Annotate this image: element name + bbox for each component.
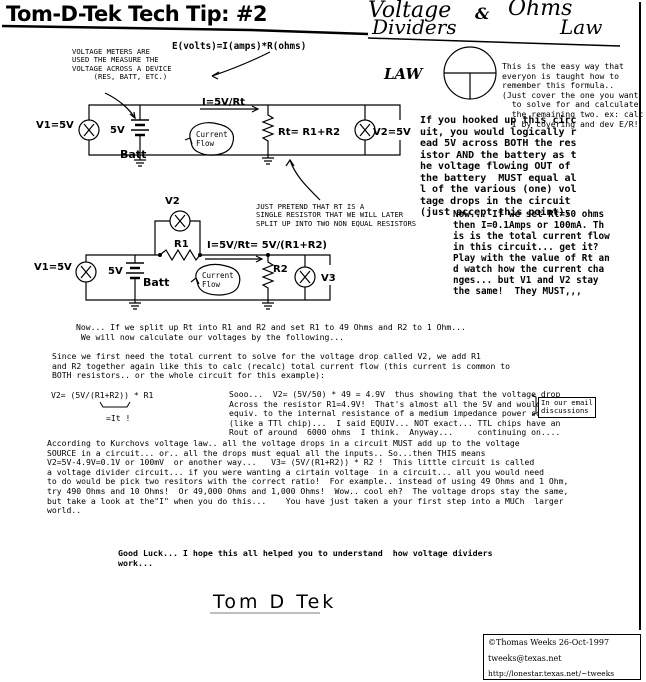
- circuit2-v2-meter: [169, 210, 191, 232]
- page-title: Tom-D-Tek Tech Tip: #2: [6, 2, 268, 26]
- subtitle-dividers: Dividers: [372, 15, 457, 39]
- circuit2-v1-label: V1=5V: [34, 262, 72, 273]
- easy-way-note: This is the easy way that everyon is tau…: [502, 61, 644, 129]
- ohms-law-formula: E(volts)=I(amps)*R(ohms): [172, 41, 307, 52]
- v2-formula: V2= (5V/(R1+R2)) * R1: [51, 390, 154, 400]
- circuit2-battery-voltage: 5V: [108, 266, 123, 277]
- circuit2-r1-label: R1: [174, 239, 189, 250]
- body-paragraph-3: Sooo... V2= (5V/50) * 49 = 4.9V thus sho…: [229, 389, 561, 438]
- footer-copyright: ©Thomas Weeks 26-Oct-1997: [488, 638, 610, 647]
- circuit2-current-flow: Current Flow: [202, 271, 234, 289]
- email-note: In our email discussions: [538, 397, 596, 418]
- it-bracket: [99, 401, 131, 408]
- circuit1-current-note: I=5V/Rt: [202, 97, 245, 108]
- pretend-note: JUST PRETEND THAT RT IS A SINGLE RESISTO…: [256, 202, 417, 228]
- circuit2-r2-label: R2: [273, 264, 288, 275]
- circuit2-r1-resistor: [159, 248, 331, 265]
- footer-email[interactable]: tweeks@texas.net: [488, 654, 562, 663]
- circuit1-v1-meter: [78, 119, 100, 141]
- circuit2-r2-resistor: [261, 255, 275, 300]
- hooked-note: If you hooked up this circ uit, you woul…: [420, 115, 577, 218]
- body-paragraph-1: Now... If we split up Rt into R1 and R2 …: [76, 322, 466, 342]
- circuit2-v3-meter: [294, 266, 316, 288]
- circuit1-rt-label: Rt= R1+R2: [278, 127, 341, 138]
- circuit2-v1-meter: [75, 261, 97, 283]
- it-label: =It !: [106, 413, 131, 423]
- subtitle-ohms: Ohms: [508, 0, 573, 21]
- ohms-law-circle: [443, 46, 497, 100]
- circuit1-battery-label: Batt: [120, 148, 147, 161]
- voltmeter-note: VOLTAGE METERS ARE USED THE MEASURE THE …: [72, 47, 172, 82]
- subtitle-ampersand: &: [475, 4, 490, 23]
- footer-url[interactable]: http://lonestar.texas.net/~tweeks: [488, 669, 615, 678]
- circuit2-current-note: I=5V/Rt= 5V/(R1+R2): [207, 240, 327, 251]
- header-underline: [1, 24, 369, 36]
- circuit1-rt-resistor: [261, 105, 275, 155]
- circuit1-v1-label: V1=5V: [36, 120, 74, 131]
- circuit1-battery-voltage: 5V: [110, 125, 125, 136]
- circuit1-v2-meter: [354, 119, 376, 141]
- circuit2-battery-label: Batt: [143, 276, 170, 289]
- body-paragraph-4: According to Kurchovs voltage law.. all …: [47, 438, 569, 516]
- formula-arrow: [211, 51, 271, 77]
- law-label: LAW: [384, 65, 423, 83]
- footer-box: ©Thomas Weeks 26-Oct-1997 tweeks@texas.n…: [483, 634, 641, 680]
- subtitle-underline: [367, 37, 621, 47]
- subtitle-voltage: Voltage: [368, 0, 452, 23]
- subtitle-law: Law: [560, 15, 603, 39]
- voltmeter-arrow: [104, 92, 136, 119]
- body-paragraph-2: Since we first need the total current to…: [52, 351, 511, 381]
- circuit2-v3-label: V3: [321, 273, 336, 284]
- circuit2-top-wire: [85, 254, 160, 262]
- pretend-arrow: [289, 159, 321, 201]
- now-if-note: Now... If we set Rt=50 ohms then I=0.1Am…: [453, 209, 610, 297]
- good-luck-note: Good Luck... I hope this all helped you …: [118, 548, 493, 568]
- signature: Tom D Tek: [213, 591, 337, 613]
- circuit1-current-flow: Current Flow: [196, 130, 228, 148]
- circuit2-v2-label: V2: [165, 196, 180, 207]
- circuit1-v2-label: V2=5V: [373, 127, 411, 138]
